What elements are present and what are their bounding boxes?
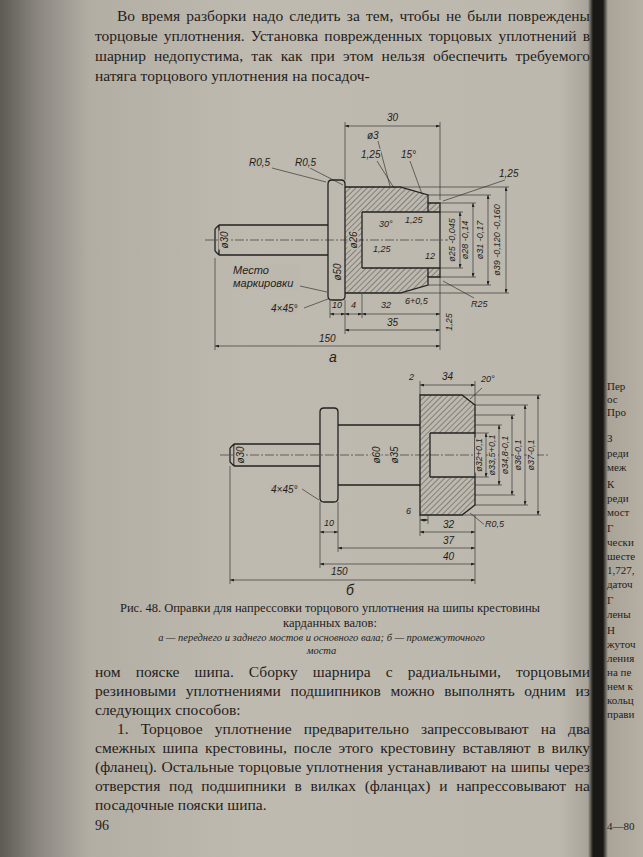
dimension-label: 1,25 (360, 149, 381, 160)
body-text: ном пояске шипа. Сборку шарнира с радиал… (95, 662, 590, 719)
facing-page-fragment: Г (607, 594, 613, 606)
dimension-label: 10 (331, 301, 343, 311)
dimension-label: 1,25 (498, 168, 519, 179)
dimension-label: ø36-0,1 (514, 438, 524, 471)
dimension-label: 1,25 (404, 216, 424, 226)
dimension-label: 4×45° (270, 303, 299, 314)
facing-page-fragment: меж (607, 461, 626, 473)
figure-caption: Рис. 48. Оправки для напрессовки торцово… (118, 601, 542, 631)
facing-page-fragment: реди (607, 447, 629, 459)
dimension-label: 32 (442, 519, 455, 530)
facing-page-fragment: 4—80 (607, 820, 635, 832)
dimension-label: 150 (318, 333, 337, 344)
dimension-label: 10 (323, 519, 335, 529)
facing-page-fragment: К (607, 478, 614, 490)
dimension-label: ø39 -0,120 -0,160 (493, 203, 503, 277)
dimension-label: ø30 (219, 230, 230, 249)
dimension-label: 1,25 (445, 312, 455, 332)
dimension-label: ø37-0,1 (527, 438, 537, 471)
dimension-label: 6 (405, 507, 412, 517)
dimension-label: ø25 -0,045 (448, 217, 458, 263)
dimension-label: R0,5 (294, 157, 317, 168)
dimension-label: 34 (441, 371, 454, 382)
dimension-label: ø60 (371, 445, 382, 464)
facing-page-fragment: Пер (607, 380, 625, 392)
page-number: 96 (95, 818, 109, 834)
dimension-label: ø3 (366, 130, 380, 141)
marking-note: Место маркировки (232, 264, 300, 290)
facing-page-fragment: жуточ (607, 638, 636, 650)
facing-page-fragment: Про (607, 406, 626, 418)
dimension-label: 37 (442, 535, 455, 546)
dimension-label: ø34,8-0,1 (501, 435, 511, 476)
dimension-label: 30 (386, 112, 399, 123)
facing-page-fragment: на пе (607, 666, 631, 678)
facing-page-fragment: кольц (607, 694, 634, 706)
facing-page-fragment: ления (607, 652, 634, 664)
dimension-label: R25 (470, 300, 489, 310)
dimension-label: 15° (400, 149, 417, 160)
figure-letter: б (345, 583, 355, 598)
facing-page-fragment: 1,727, (607, 564, 635, 576)
dimension-label: 32 (380, 301, 392, 311)
body-text: 1. Торцовое уплотнение предварительно за… (95, 719, 590, 814)
facing-page-fragment: Н (607, 624, 615, 636)
facing-page-fragment: шесте (607, 550, 635, 562)
figure-letter: а (328, 350, 338, 365)
dimension-label: R0,5 (248, 157, 271, 168)
caption-legend-text: а — переднего и заднего мостов и основно… (150, 632, 493, 657)
facing-page-fragment: З (607, 432, 613, 444)
dimension-label: 30° (378, 220, 394, 230)
dimension-label: ø28 -0,14 (461, 220, 471, 261)
facing-page-fragment: нем к (607, 680, 633, 692)
dimension-label: 6+0,5 (404, 297, 429, 307)
facing-page-fragment: лены (607, 608, 631, 620)
facing-page-fragment: мост (607, 506, 629, 518)
dimension-label: 1,25 (372, 245, 392, 255)
dimension-label: 4×45° (270, 484, 299, 495)
facing-page-fragment: ос (607, 393, 618, 405)
dimension-label: 35 (386, 317, 399, 328)
dimension-label: ø35 (389, 445, 400, 464)
dimension-label: ø30 (235, 445, 246, 464)
dimension-label: ø33,5+0,1 (488, 434, 498, 477)
dimension-label: 2 (408, 373, 415, 383)
body-text: Во время разборки надо следить за тем, ч… (95, 6, 590, 86)
dimension-label: ø31 -0,17 (476, 220, 486, 261)
dimension-label: 40 (442, 551, 455, 562)
dimension-label: 12 (424, 252, 436, 262)
dimension-label: ø50 (332, 262, 343, 281)
dimension-label: 20° (480, 375, 496, 385)
facing-page-fragment: Г (607, 522, 613, 534)
dimension-label: ø26 (348, 230, 359, 249)
dimension-label: R0,5 (484, 520, 505, 530)
dimension-label: 150 (330, 566, 349, 577)
facing-page-fragment: даточ (607, 578, 633, 590)
facing-page-fragment: прави (607, 708, 634, 720)
dimension-label: 4 (350, 301, 357, 311)
facing-page-fragment: чески (607, 536, 634, 548)
dimension-label: ø32+0,1 (475, 437, 485, 472)
facing-page-fragment: реди (607, 492, 629, 504)
